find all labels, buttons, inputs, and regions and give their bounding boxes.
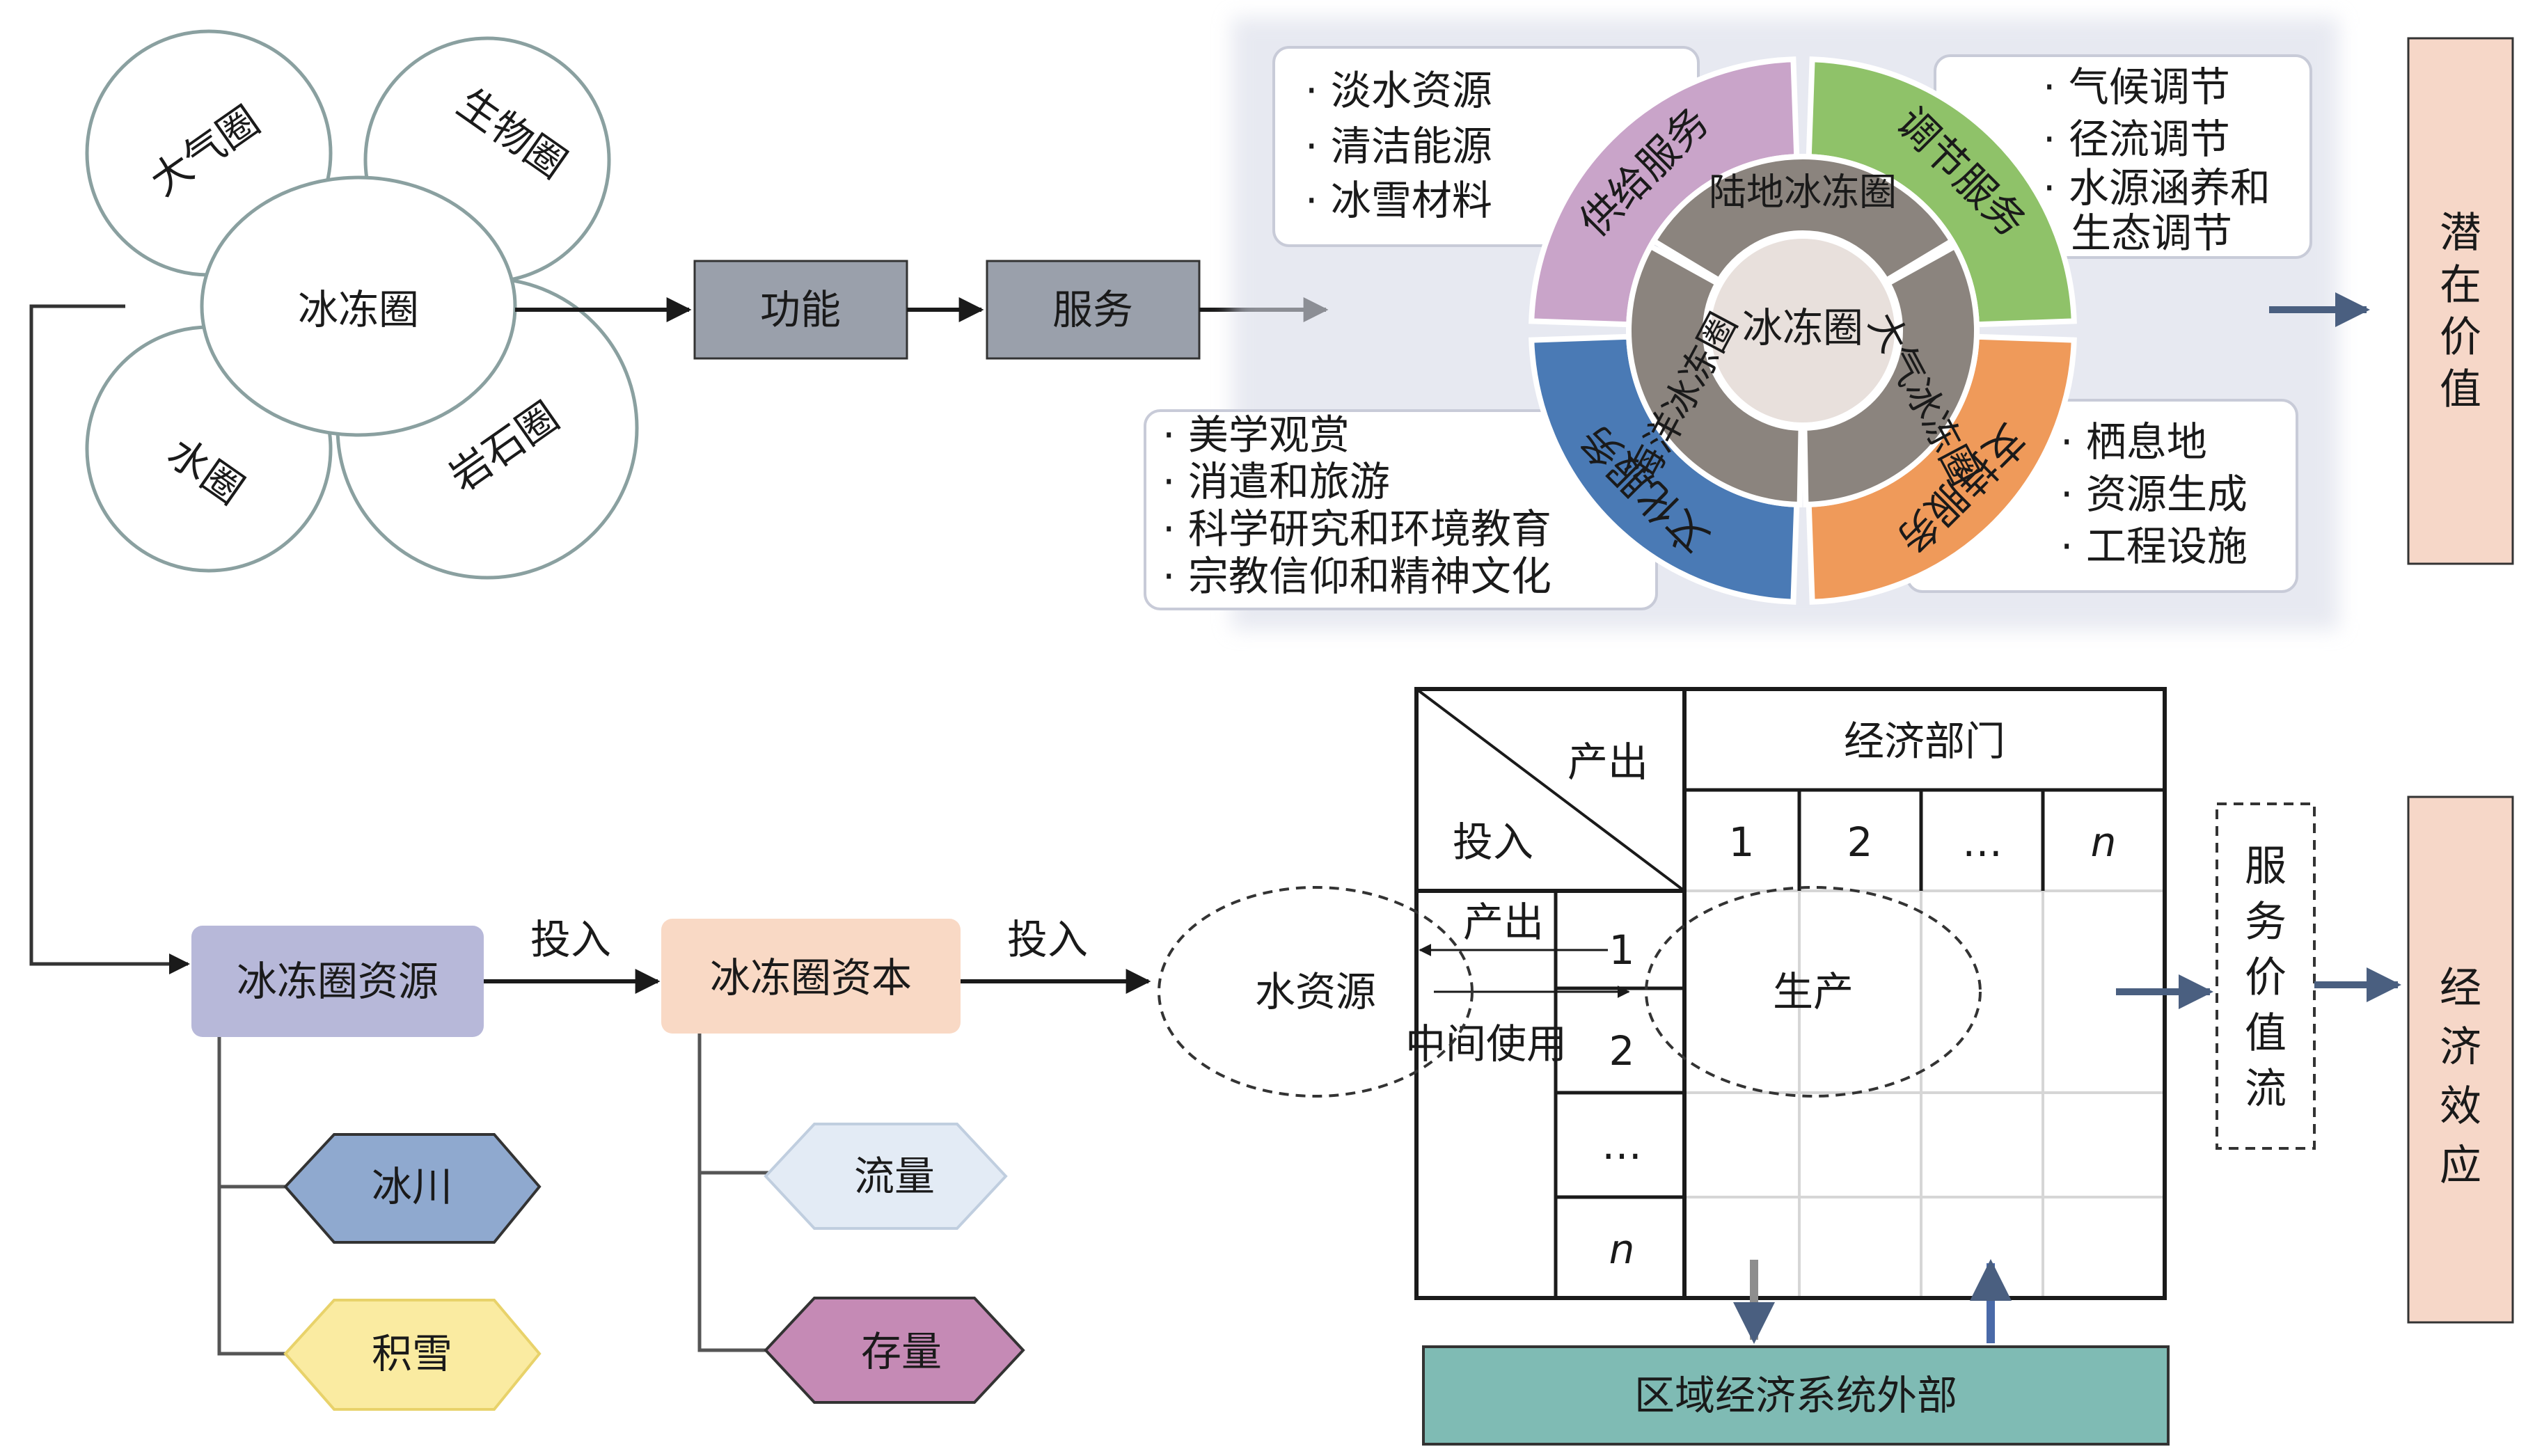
cryo-capital-box bbox=[661, 919, 961, 1034]
function-label: 功能 bbox=[760, 286, 841, 333]
water-ellipse bbox=[1158, 886, 1474, 1098]
economic-effect-box bbox=[2407, 796, 2514, 1324]
glacier-hex bbox=[283, 1133, 542, 1244]
resource-tree-line bbox=[217, 1037, 292, 1356]
cryosphere-circle bbox=[200, 175, 517, 437]
io-col-1: 1 bbox=[1729, 818, 1755, 866]
io-table bbox=[1414, 687, 2167, 1300]
support-item-3: · 工程设施 bbox=[2060, 523, 2248, 570]
cryosphere-label: 冰冻圈 bbox=[298, 286, 419, 333]
support-item-1: · 栖息地 bbox=[2060, 418, 2207, 466]
function-box bbox=[693, 260, 908, 360]
io-row-3: … bbox=[1602, 1121, 1642, 1169]
ring-sea bbox=[1626, 242, 1804, 508]
regulation-item-1: · 气候调节 bbox=[2043, 63, 2230, 111]
cryo-capital-label: 冰冻圈资本 bbox=[710, 954, 912, 1002]
service-box bbox=[986, 260, 1201, 360]
cryo-resource-label: 冰冻圈资源 bbox=[237, 958, 439, 1005]
ring-land-label: 陆地冰冻圈 bbox=[1709, 171, 1897, 214]
io-col-2: 2 bbox=[1847, 818, 1873, 866]
regulation-item-3: · 水源涵养和 bbox=[2043, 164, 2271, 212]
sphere-venn bbox=[85, 29, 639, 580]
external-box bbox=[1422, 1345, 2170, 1446]
culture-item-3: · 科学研究和环境教育 bbox=[1162, 505, 1551, 553]
io-output-header: 产出 bbox=[1567, 738, 1648, 786]
wheel-core-label: 冰冻圈 bbox=[1742, 304, 1863, 351]
service-label: 服务 bbox=[1052, 286, 1133, 333]
ring-land bbox=[1650, 154, 1956, 285]
potential-value-box bbox=[2407, 37, 2514, 565]
io-col-n: n bbox=[2091, 818, 2117, 866]
culture-item-1: · 美学观赏 bbox=[1162, 411, 1350, 459]
flow-hex bbox=[764, 1123, 1008, 1230]
flow-label: 流量 bbox=[854, 1153, 935, 1200]
io-sector-header: 经济部门 bbox=[1844, 718, 2005, 765]
io-col-3: … bbox=[1962, 818, 2003, 866]
wheel-core bbox=[1707, 235, 1899, 427]
provision-item-2: · 清洁能源 bbox=[1305, 122, 1492, 170]
io-row-1: 1 bbox=[1609, 926, 1635, 974]
io-row-output: 产出 bbox=[1463, 899, 1544, 946]
cryo-resource-box bbox=[191, 926, 484, 1037]
ring-atmosphere bbox=[1801, 242, 1980, 508]
snow-label: 积雪 bbox=[372, 1330, 452, 1377]
potential-value-label: 潜在价值 bbox=[2440, 209, 2481, 414]
capital-tree-line bbox=[697, 1034, 769, 1352]
water-label: 水资源 bbox=[1255, 968, 1376, 1015]
connector-to-resource bbox=[29, 304, 190, 974]
production-label: 生产 bbox=[1773, 968, 1854, 1015]
io-row-n: n bbox=[1609, 1226, 1635, 1273]
glacier-label: 冰川 bbox=[372, 1163, 452, 1210]
service-value-flow-label: 服务价值流 bbox=[2245, 842, 2287, 1114]
economic-effect-label: 经济效应 bbox=[2440, 964, 2481, 1190]
stock-hex bbox=[764, 1297, 1025, 1404]
stock-label: 存量 bbox=[861, 1328, 942, 1375]
culture-item-2: · 消遣和旅游 bbox=[1162, 458, 1390, 505]
provision-item-1: · 淡水资源 bbox=[1305, 67, 1492, 114]
regulation-item-2: · 径流调节 bbox=[2043, 116, 2230, 163]
production-ellipse bbox=[1645, 886, 1982, 1098]
io-row-2: 2 bbox=[1609, 1027, 1635, 1075]
culture-item-4: · 宗教信仰和精神文化 bbox=[1162, 553, 1551, 600]
input-label-2: 投入 bbox=[1007, 916, 1088, 963]
support-item-2: · 资源生成 bbox=[2060, 470, 2248, 518]
service-value-flow-box bbox=[2216, 802, 2316, 1150]
io-intermediate-use: 中间使用 bbox=[1405, 1020, 1567, 1068]
input-label-1: 投入 bbox=[530, 916, 611, 963]
external-label: 区域经济系统外部 bbox=[1634, 1372, 1957, 1419]
io-input-header: 投入 bbox=[1453, 818, 1533, 866]
provision-item-3: · 冰雪材料 bbox=[1305, 177, 1492, 224]
snow-hex bbox=[283, 1299, 542, 1411]
regulation-item-4: 生态调节 bbox=[2071, 209, 2232, 257]
